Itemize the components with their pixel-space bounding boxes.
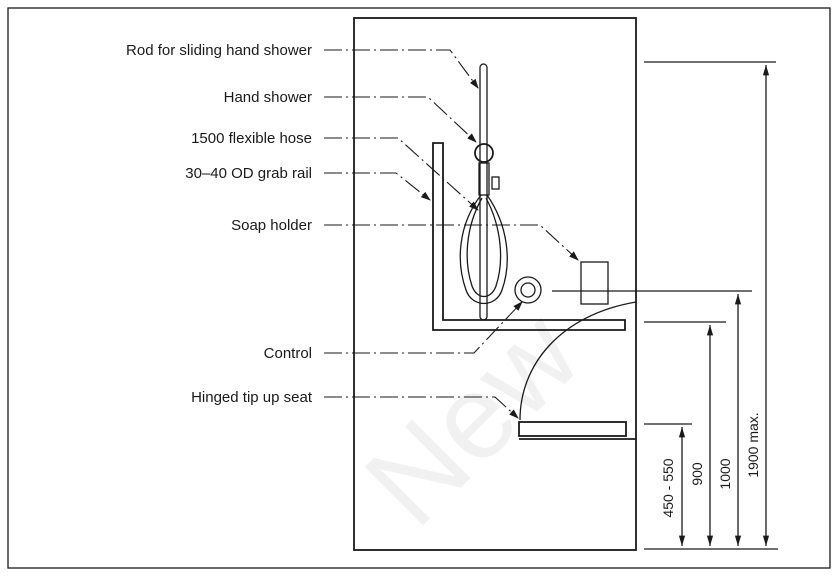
leader-hand-shower xyxy=(324,96,477,143)
leader-control xyxy=(324,301,523,354)
leader-rod xyxy=(324,49,479,89)
flexible-hose-outer xyxy=(459,194,508,305)
control-outer xyxy=(514,276,542,304)
dim-text-seat: 450 - 550 xyxy=(660,458,676,517)
label-hand-shower: Hand shower xyxy=(224,89,312,106)
hand-shower-head xyxy=(474,143,494,163)
leader-grab-rail xyxy=(324,172,431,201)
label-hose: 1500 flexible hose xyxy=(191,130,312,147)
dim-text-rail: 900 xyxy=(689,462,705,486)
control-inner xyxy=(520,282,536,298)
flexible-hose-inner xyxy=(466,197,502,298)
drawing-border xyxy=(7,7,831,569)
wall-panel xyxy=(353,17,637,551)
label-seat: Hinged tip up seat xyxy=(191,389,313,406)
hand-shower-handle xyxy=(478,162,490,196)
leader-soap-holder xyxy=(324,224,579,261)
leader-seat xyxy=(324,396,519,419)
slider-clip xyxy=(491,176,500,190)
leader-hose xyxy=(324,137,479,211)
watermark-text: New xyxy=(340,286,605,551)
tip-up-seat xyxy=(518,421,627,437)
label-control: Control xyxy=(264,345,312,362)
grab-rail xyxy=(432,142,626,331)
seat-swing-arc xyxy=(519,301,637,421)
dim-text-rod-top: 1900 max. xyxy=(745,412,761,477)
label-rod: Rod for sliding hand shower xyxy=(126,42,312,59)
slide-rod xyxy=(479,63,488,321)
dim-text-control: 1000 xyxy=(717,458,733,489)
soap-holder xyxy=(580,261,609,305)
label-soap-holder: Soap holder xyxy=(231,217,312,234)
label-grab-rail: 30–40 OD grab rail xyxy=(185,165,312,182)
